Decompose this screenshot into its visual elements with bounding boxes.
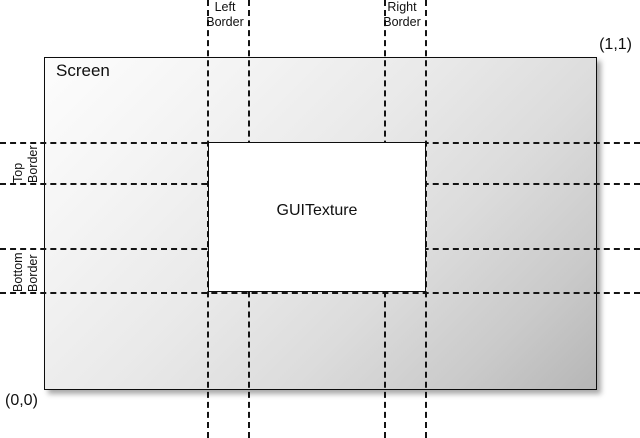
guitexture-label: GUITexture xyxy=(276,202,358,219)
bottom-border-label-line1: Bottom xyxy=(11,252,25,292)
screen-label: Screen xyxy=(56,61,110,80)
left-border-label-line2: Border xyxy=(206,15,244,29)
left-border-label-line1: Left xyxy=(214,0,236,14)
coordinate-label-min: (0,0) xyxy=(5,392,38,409)
guitexture-rectangle xyxy=(208,142,426,292)
coordinate-label-max: (1,1) xyxy=(599,36,632,53)
guide-line-vertical-right-outer xyxy=(425,0,427,438)
top-border-label-line2: Border xyxy=(26,145,40,183)
guide-line-horizontal-bottom-outer xyxy=(0,292,640,294)
right-border-label-line1: Right xyxy=(387,0,417,14)
top-border-label-line1: Top xyxy=(11,162,25,183)
right-border-label-line2: Border xyxy=(383,15,421,29)
right-border-label: Right Border xyxy=(372,0,432,30)
bottom-border-label-line2: Border xyxy=(26,254,40,292)
left-border-label: Left Border xyxy=(195,0,255,30)
